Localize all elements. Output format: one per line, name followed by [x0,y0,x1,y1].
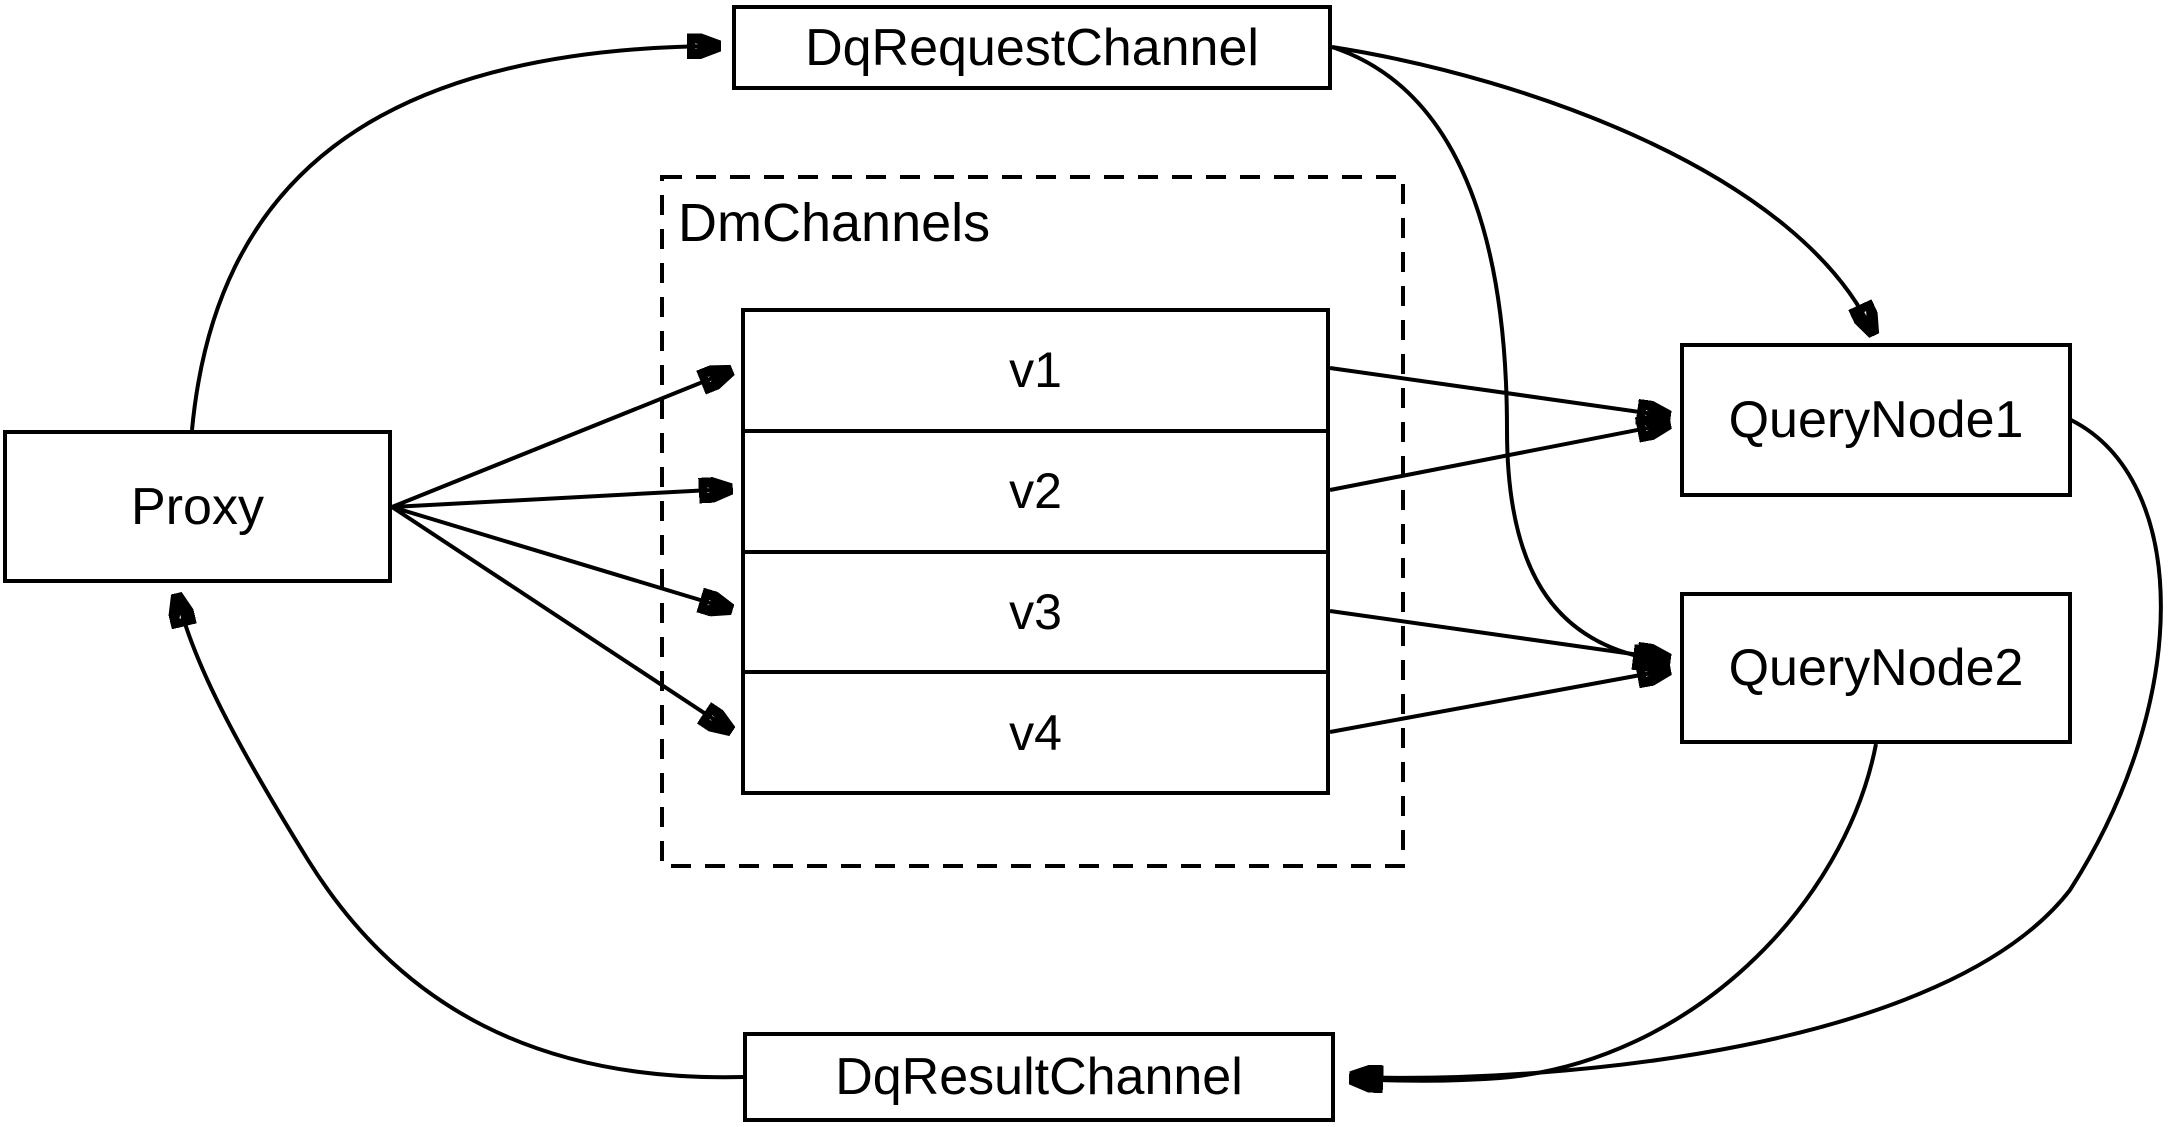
node-proxy: Proxy [3,430,392,583]
channel-row-v1-label: v1 [1009,342,1062,399]
edge-querynode2-to-dqresultchannel [1352,743,1878,1081]
edge-dqresultchannel-to-proxy [177,596,744,1080]
node-query-node1-label: QueryNode1 [1728,391,2024,449]
node-query-node2-label: QueryNode2 [1728,639,2024,697]
node-dq-result-channel: DqResultChannel [743,1032,1335,1122]
node-query-node2: QueryNode2 [1680,592,2072,744]
node-dq-request-channel: DqRequestChannel [732,5,1332,90]
dmchannels-group-label: DmChannels [678,193,991,253]
node-query-node1: QueryNode1 [1680,343,2072,497]
edge-proxy-to-dqrequestchannel [190,46,718,431]
channel-row-v3-label: v3 [1009,583,1062,640]
node-dq-result-channel-label: DqResultChannel [835,1048,1243,1106]
channel-row-v2-label: v2 [1009,463,1062,520]
edge-querynode1-to-dqresultchannel [1352,418,2163,1078]
node-dq-request-channel-label: DqRequestChannel [805,18,1259,77]
edge-dqrequestchannel-to-querynode1 [1331,45,1873,333]
channel-row-v3: v3 [745,549,1326,671]
channel-row-v1: v1 [745,312,1326,429]
dmchannels-table: v1 v2 v3 v4 [741,308,1330,795]
channel-row-v4: v4 [745,670,1326,791]
node-proxy-label: Proxy [131,477,264,536]
channel-row-v2: v2 [745,428,1326,550]
channel-row-v4-label: v4 [1009,704,1062,761]
